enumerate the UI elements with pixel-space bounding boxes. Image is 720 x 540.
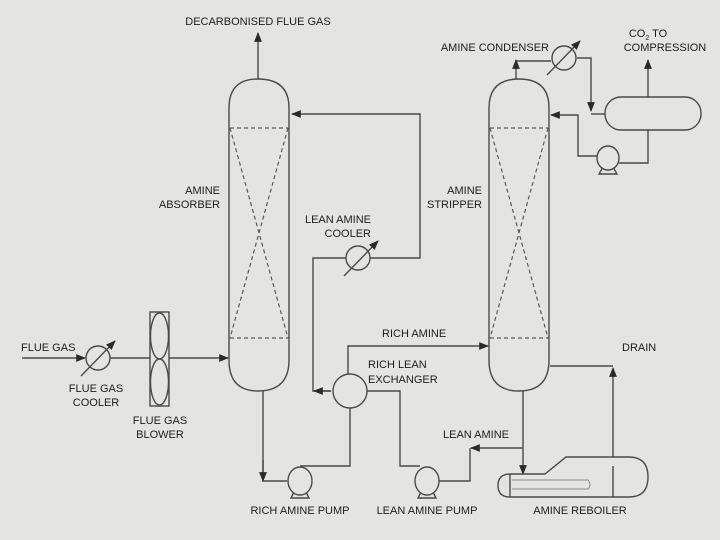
lean-pump-outlet-line (439, 448, 471, 482)
label-amine-absorber-1: AMINE (185, 185, 220, 197)
co2-subscript: 2 (645, 35, 649, 42)
lean-amine-pump (414, 466, 440, 499)
label-lean-amine: LEAN AMINE (443, 429, 509, 441)
label-lean-amine-cooler-2: COOLER (325, 228, 372, 240)
label-rich-amine-pump: RICH AMINE PUMP (250, 505, 349, 517)
label-amine-reboiler: AMINE REBOILER (533, 505, 627, 517)
amine-reboiler (497, 456, 649, 498)
lean-amine-return-line (291, 110, 421, 259)
label-amine-stripper-2: STRIPPER (427, 199, 482, 211)
lean-amine-cooler (343, 240, 379, 277)
label-drain: DRAIN (622, 342, 656, 354)
label-lean-amine-pump: LEAN AMINE PUMP (377, 505, 478, 517)
amine-stripper (488, 78, 550, 392)
label-flue-gas-cooler-2: COOLER (73, 397, 120, 409)
exchanger-to-cooler-line (312, 257, 346, 392)
amine-absorber (228, 78, 290, 392)
reflux-to-stripper-line (550, 111, 597, 157)
reflux-pump (596, 145, 620, 175)
label-decarbonised-flue-gas: DECARBONISED FLUE GAS (185, 16, 330, 28)
rich-amine-to-stripper-line (347, 342, 489, 374)
amine-condenser (546, 40, 581, 76)
co2-prefix: CO (629, 28, 646, 40)
reflux-drum (604, 96, 702, 131)
svg-text:CO2 TO: CO2 TO (629, 28, 668, 42)
drum-to-reflux-pump-line (619, 130, 649, 164)
label-flue-gas-blower-1: FLUE GAS (133, 415, 187, 427)
label-lean-amine-cooler-1: LEAN AMINE (305, 214, 371, 226)
stripper-overhead-line (515, 60, 551, 79)
exchanger-to-lean-pump-line (367, 390, 420, 467)
label-amine-stripper-1: AMINE (447, 185, 482, 197)
label-amine-absorber-2: ABSORBER (159, 199, 220, 211)
rich-amine-pump (287, 466, 313, 499)
label-flue-gas-blower-2: BLOWER (136, 429, 184, 441)
absorber-to-rich-pump-line (262, 391, 287, 482)
label-amine-condenser: AMINE CONDENSER (441, 42, 549, 54)
flue-gas-cooler (80, 340, 116, 377)
label-rich-lean-exchanger-1: RICH LEAN (368, 359, 427, 371)
rich-lean-exchanger (332, 373, 368, 409)
flue-gas-blower (149, 311, 170, 407)
label-rich-amine: RICH AMINE (382, 328, 446, 340)
label-flue-gas: FLUE GAS (21, 342, 75, 354)
label-co2-to-compression: CO2 TO COMPRESSION (624, 28, 707, 54)
label-flue-gas-cooler-1: FLUE GAS (69, 383, 123, 395)
label-rich-lean-exchanger-2: EXCHANGER (368, 374, 438, 386)
condenser-to-drum-line (577, 57, 595, 112)
label-compression: COMPRESSION (624, 42, 707, 54)
rich-pump-to-exchanger-line (300, 408, 351, 467)
co2-suffix: TO (649, 28, 667, 40)
